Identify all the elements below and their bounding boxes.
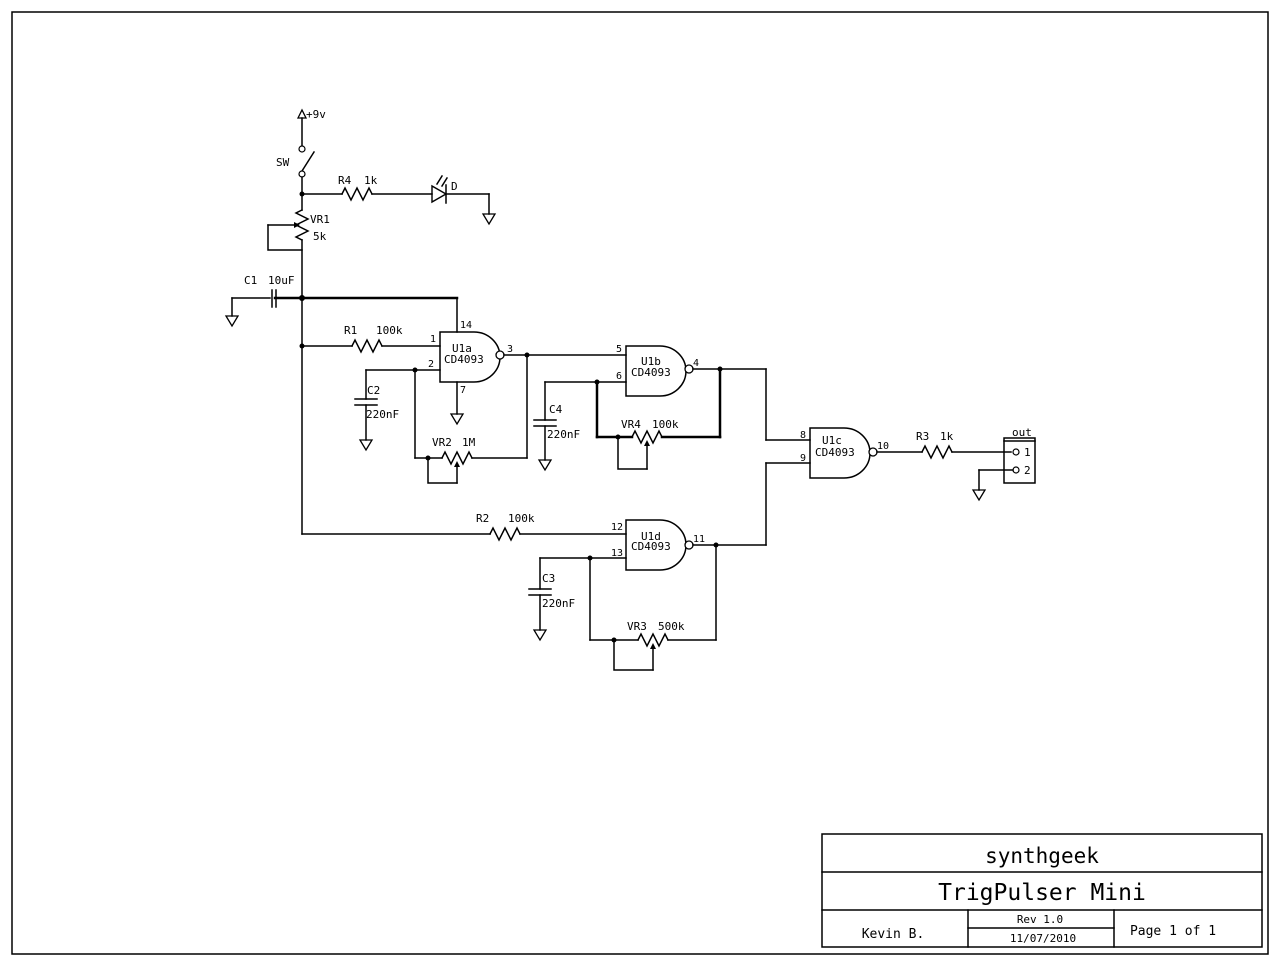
u1b-section: U1b CD4093 5 6 4 C4 220nF VR4 100k (533, 344, 811, 472)
ground-icon (481, 213, 497, 226)
c2-value: 220nF (366, 408, 399, 421)
vr1-value: 5k (313, 230, 327, 243)
u1a-ref: U1a (452, 342, 472, 355)
u1a-pin14: 14 (460, 320, 472, 331)
ground-icon (537, 459, 553, 472)
power-supply-section: +9v SW R4 1k D (276, 108, 497, 226)
u1b-chip: CD4093 (631, 366, 671, 379)
resistor-r1 (350, 338, 384, 354)
ground-icon (532, 629, 548, 642)
u1c-pin9: 9 (800, 453, 806, 464)
vr3-resistor-icon (636, 632, 670, 648)
switch-label: SW (276, 156, 290, 169)
c1-ref: C1 (244, 274, 257, 287)
ground-icon (449, 413, 465, 426)
u1d-section: R2 100k U1d CD4093 12 13 11 C3 220nF VR3… (301, 462, 811, 671)
page-number: Page 1 of 1 (1130, 924, 1216, 939)
date: 11/07/2010 (1010, 932, 1076, 945)
u1c-section: U1c CD4093 8 9 10 R3 1k out 1 2 (800, 426, 1036, 502)
vr4-resistor-icon (630, 429, 664, 445)
vr1-ref: VR1 (310, 213, 330, 226)
r2-ref: R2 (476, 512, 489, 525)
u1c-pin10: 10 (877, 441, 889, 452)
r4-ref: R4 (338, 174, 352, 187)
led-label: D (451, 180, 458, 193)
author: Kevin B. (862, 927, 925, 942)
vr3-value: 500k (658, 620, 685, 633)
page-frame (11, 11, 1269, 955)
r3-ref: R3 (916, 430, 929, 443)
u1a-pin1: 1 (430, 334, 436, 345)
u1a-pin7: 7 (460, 385, 466, 396)
switch-contact-icon (298, 145, 306, 153)
u1a-section: R1 100k U1a CD4093 1 2 3 14 7 C2 220nF (301, 297, 627, 484)
out-label: out (1012, 426, 1032, 439)
out-pin2: 2 (1024, 464, 1031, 477)
title-block: synthgeek TrigPulser Mini Kevin B. Rev 1… (821, 833, 1263, 948)
c4-ref: C4 (549, 403, 563, 416)
c4-value: 220nF (547, 428, 580, 441)
c3-value: 220nF (542, 597, 575, 610)
revision: Rev 1.0 (1017, 913, 1063, 926)
ground-icon (971, 489, 987, 502)
switch-contact-icon (298, 170, 306, 178)
u1b-pin6: 6 (616, 371, 622, 382)
u1b-ref: U1b (641, 355, 661, 368)
u1a-pin2: 2 (428, 359, 434, 370)
u1a-chip: CD4093 (444, 353, 484, 366)
vr3-ref: VR3 (627, 620, 647, 633)
ground-icon (358, 439, 374, 452)
u1d-chip: CD4093 (631, 540, 671, 553)
vr2-ref: VR2 (432, 436, 452, 449)
u1b-pin4: 4 (693, 358, 699, 369)
r3-value: 1k (940, 430, 954, 443)
vr4-ref: VR4 (621, 418, 641, 431)
drawing-title: TrigPulser Mini (938, 880, 1146, 906)
r4-value: 1k (364, 174, 378, 187)
vr2-value: 1M (462, 436, 476, 449)
u1d-pin12: 12 (611, 522, 623, 533)
c3-ref: C3 (542, 572, 555, 585)
u1c-pin8: 8 (800, 430, 806, 441)
resistor-r3 (920, 444, 954, 460)
r2-value: 100k (508, 512, 535, 525)
power-arrow-icon (296, 108, 308, 119)
u1a-pin3: 3 (507, 344, 513, 355)
ground-icon (224, 315, 240, 328)
c1-capacitor: C1 10uF (224, 274, 459, 328)
led-icon (431, 184, 448, 204)
vr2-resistor-icon (440, 450, 474, 466)
resistor-r2 (488, 526, 522, 542)
power-label: +9v (306, 108, 326, 121)
switch-blade (300, 150, 316, 173)
vr4-value: 100k (652, 418, 679, 431)
resistor-r4 (340, 186, 374, 202)
u1d-ref: U1d (641, 530, 661, 543)
u1d-pin13: 13 (611, 548, 623, 559)
u1d-pin11: 11 (693, 534, 705, 545)
c1-value: 10uF (268, 274, 295, 287)
u1b-pin5: 5 (616, 344, 622, 355)
company-name: synthgeek (985, 844, 1099, 868)
r1-ref: R1 (344, 324, 357, 337)
u1b-nand-gate (625, 345, 687, 397)
r1-value: 100k (376, 324, 403, 337)
vr1-potentiometer: VR1 5k (267, 208, 330, 299)
out-connector (1003, 437, 1036, 484)
c2-ref: C2 (367, 384, 380, 397)
u1c-ref: U1c (822, 434, 842, 447)
u1c-chip: CD4093 (815, 446, 855, 459)
out-pin1: 1 (1024, 446, 1031, 459)
